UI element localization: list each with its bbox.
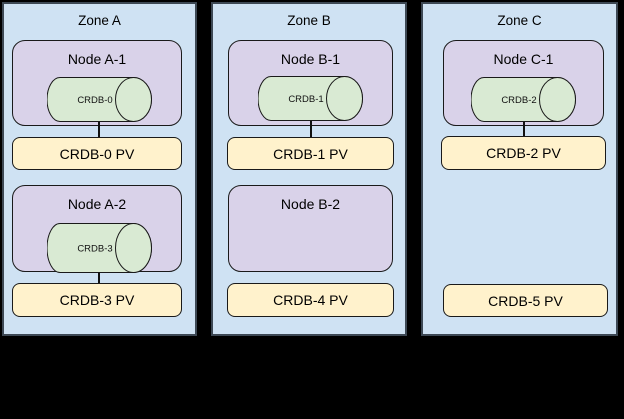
node-a-2-title: Node A-2 <box>67 196 127 212</box>
node-b-1-title: Node B-1 <box>280 51 341 67</box>
node-a-1-title: Node A-1 <box>67 51 127 67</box>
zone-c: Zone C Node C-1 CRDB-2 CRDB-2 PV CRDB-5 … <box>421 2 618 336</box>
crdb-0-pv-label: CRDB-0 PV <box>59 145 135 162</box>
zone-c-title: Zone C <box>497 13 542 28</box>
crdb-1-pod-cylinder: CRDB-1 <box>258 76 363 121</box>
connector-line <box>523 122 525 136</box>
crdb-2-pod-cylinder: CRDB-2 <box>471 77 576 122</box>
crdb-1-pv: CRDB-1 PV <box>227 137 394 170</box>
zone-b: Zone B Node B-1 CRDB-1 CRDB-1 PV Node B-… <box>211 2 407 336</box>
connector-line <box>98 272 100 283</box>
connector-line <box>310 121 312 137</box>
node-b-2-title: Node B-2 <box>280 196 341 212</box>
crdb-2-pv: CRDB-2 PV <box>441 136 606 170</box>
crdb-1-pv-label: CRDB-1 PV <box>273 145 348 162</box>
crdb-0-pod-cylinder: CRDB-0 <box>47 77 152 122</box>
connector-line <box>98 122 100 137</box>
crdb-5-pv: CRDB-5 PV <box>443 284 608 317</box>
crdb-4-pv: CRDB-4 PV <box>227 283 394 317</box>
crdb-3-pod-label: CRDB-3 <box>77 244 112 255</box>
crdb-1-pod-label: CRDB-1 <box>288 94 323 105</box>
crdb-2-pv-label: CRDB-2 PV <box>486 145 561 161</box>
crdb-3-pod-cylinder: CRDB-3 <box>47 223 152 273</box>
node-b-2: Node B-2 <box>228 185 393 272</box>
crdb-2-pod-label: CRDB-2 <box>501 95 536 106</box>
pod-cylinder-cap <box>539 77 576 122</box>
pod-cylinder-cap <box>115 77 152 122</box>
zone-a: Zone A Node A-1 CRDB-0 CRDB-0 PV Node A-… <box>2 2 197 336</box>
zone-a-title: Zone A <box>78 13 121 28</box>
crdb-3-pv-label: CRDB-3 PV <box>59 292 135 308</box>
pod-cylinder-cap <box>326 76 363 121</box>
crdb-5-pv-label: CRDB-5 PV <box>488 292 563 309</box>
zone-b-title: Zone B <box>287 13 331 28</box>
crdb-4-pv-label: CRDB-4 PV <box>273 292 348 308</box>
crdb-0-pod-label: CRDB-0 <box>77 95 112 106</box>
pod-cylinder-cap <box>115 223 152 273</box>
node-c-1-title: Node C-1 <box>493 51 554 67</box>
crdb-3-pv: CRDB-3 PV <box>12 283 182 317</box>
crdb-0-pv: CRDB-0 PV <box>12 137 182 170</box>
